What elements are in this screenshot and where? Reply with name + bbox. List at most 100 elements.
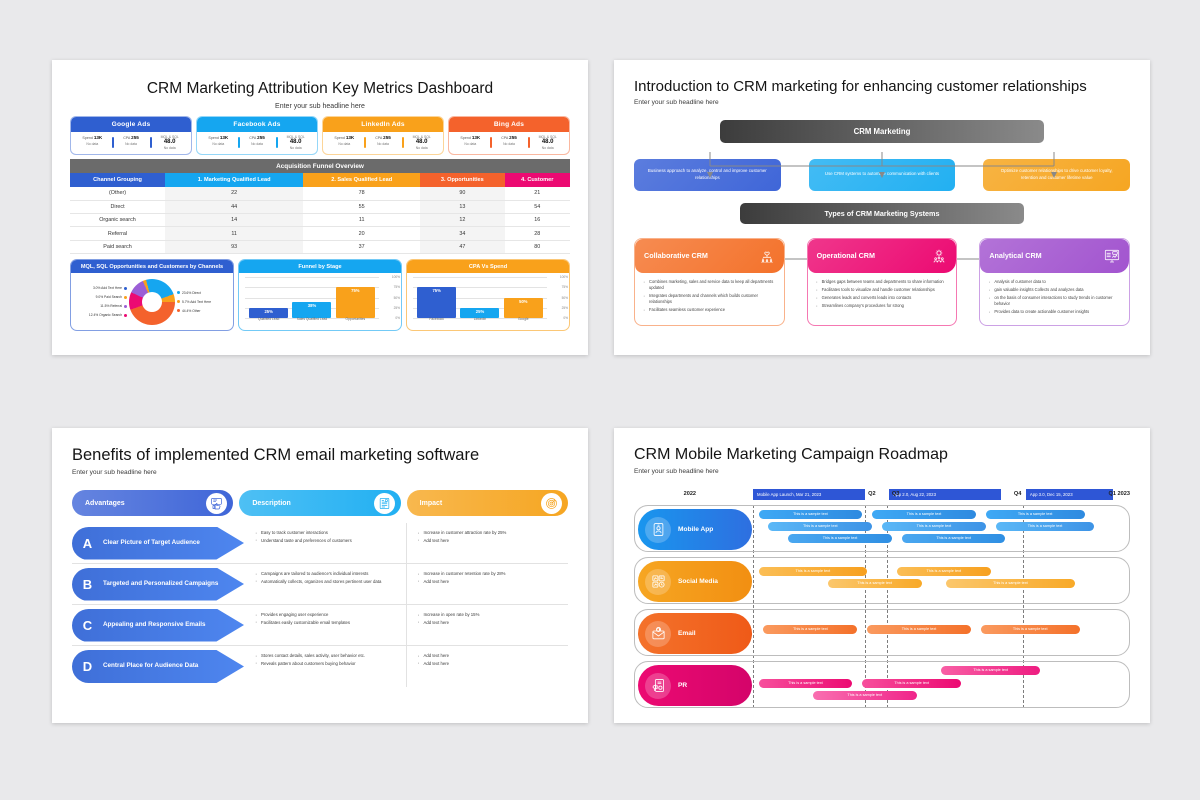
bullet-item: Understand taste and preferences of cust… — [254, 536, 398, 546]
lane-label[interactable]: Mobile App — [638, 509, 752, 550]
page-subtitle: Enter your sub headline here — [634, 468, 719, 475]
chart-title: MQL, SQL Opportunities and Customers by … — [71, 260, 233, 274]
roadmap-task-bar[interactable]: This is a sample text — [812, 691, 917, 700]
timeline-quarter: Q3 — [891, 491, 900, 497]
benefits-column-header[interactable]: Advantages — [72, 490, 234, 516]
slide-crm-benefits[interactable]: Benefits of implemented CRM email market… — [52, 428, 588, 723]
bullet-item: Generates leads and converts leads into … — [815, 294, 950, 305]
metric-label: Spend 13K — [82, 135, 103, 140]
metric-label: Spend 13K — [208, 135, 229, 140]
roadmap-task-bar[interactable]: This is a sample text — [995, 522, 1095, 531]
advantage-arrow[interactable]: D Central Place for Audience Data — [72, 649, 244, 684]
roadmap-task-bar[interactable]: This is a sample text — [862, 679, 962, 688]
roadmap-task-bar[interactable]: This is a sample text — [763, 625, 858, 634]
slide-campaign-roadmap[interactable]: CRM Mobile Marketing Campaign Roadmap En… — [614, 428, 1150, 723]
slide-crm-dashboard[interactable]: CRM Marketing Attribution Key Metrics Da… — [52, 60, 588, 355]
roadmap-task-bar[interactable]: This is a sample text — [827, 579, 922, 588]
bullet-list: Add text hereAdd text here — [417, 652, 561, 670]
roadmap-task-bar[interactable]: This is a sample text — [758, 679, 853, 688]
crm-type-bullets: Bridges gaps between teams and departmen… — [808, 273, 957, 320]
lane-name: Mobile App — [678, 526, 714, 533]
roadmap-task-bar[interactable]: This is a sample text — [758, 510, 863, 519]
impact-cell: Increase in customer retention rate by 2… — [407, 564, 569, 604]
metric-note: No data — [464, 141, 477, 146]
crm-type-header: Operational CRM — [807, 238, 957, 273]
advantage-label: Targeted and Personalized Campaigns — [103, 579, 219, 587]
roadmap-task-bar[interactable]: This is a sample text — [896, 567, 991, 576]
metric-label: MQL & SQL — [160, 135, 179, 139]
lane-label[interactable]: PR — [638, 665, 752, 706]
crm-type-card[interactable]: Collaborative CRMCombines marketing, sal… — [634, 237, 785, 327]
definition-card[interactable]: Business approach to analyze, control an… — [634, 159, 781, 191]
lane-label[interactable]: Social Media — [638, 561, 752, 602]
bullet-list: Increase in customer retention rate by 2… — [417, 570, 561, 588]
crm-type-card[interactable]: Operational CRMBridges gaps between team… — [806, 237, 958, 327]
definition-card[interactable]: Optimize customer relationships to drive… — [983, 159, 1131, 191]
metric-separator — [489, 137, 492, 149]
advantage-label: Central Place for Audience Data — [103, 662, 199, 670]
timeline-milestone[interactable]: Mobile App Launch, Mar 21, 2023 — [753, 489, 865, 500]
donut-chart — [129, 278, 175, 325]
table-header-cell: 2. Sales Qualified Lead — [303, 173, 421, 188]
bullet-item: Combines marketing, sales and service da… — [642, 278, 777, 291]
crm-type-card[interactable]: Analytical CRMAnalysis of customer data … — [979, 237, 1131, 327]
roadmap-task-bar[interactable]: This is a sample text — [946, 579, 1075, 588]
lane-name: Email — [678, 630, 696, 637]
timeline-milestone[interactable]: App 3.0, Dec 15, 2023 — [1025, 489, 1113, 500]
roadmap-task-bar[interactable]: This is a sample text — [985, 510, 1085, 519]
target-spiral-icon — [540, 492, 562, 514]
description-cell: Stores contact details, sales activity, … — [244, 646, 407, 687]
roadmap-task-bar[interactable]: This is a sample text — [788, 534, 892, 543]
slide-crm-introduction[interactable]: Introduction to CRM marketing for enhanc… — [614, 60, 1150, 355]
roadmap-task-bar[interactable]: This is a sample text — [867, 625, 971, 634]
bullet-item: Campaigns are tailored to audience's ind… — [254, 570, 398, 580]
roadmap-task-bar[interactable]: This is a sample text — [882, 522, 986, 531]
table-cell: 90 — [420, 187, 505, 201]
bullet-item: Reveals pattern about customers buying b… — [254, 659, 398, 669]
timeline-divider — [886, 505, 888, 708]
gridline — [245, 277, 379, 279]
gridline — [245, 318, 379, 320]
chart-title: Funnel by Stage — [239, 260, 401, 274]
advantage-letter: C — [82, 617, 93, 633]
benefits-column-header[interactable]: Description — [239, 490, 401, 516]
table-cell: 21 — [504, 187, 570, 201]
lane-label[interactable]: Email — [638, 613, 752, 654]
roadmap-task-bar[interactable]: This is a sample text — [901, 534, 1006, 543]
metric-separator — [363, 137, 366, 149]
legend-color-dot — [124, 295, 128, 299]
roadmap-task-bar[interactable]: This is a sample text — [758, 567, 868, 576]
timeline-milestone[interactable]: App 2.0, Aug 22, 2023 — [889, 489, 1002, 500]
benefit-row: D Central Place for Audience Data Stores c… — [72, 646, 568, 687]
roadmap-task-bar[interactable]: This is a sample text — [872, 510, 976, 519]
roadmap-task-bar[interactable]: This is a sample text — [941, 666, 1041, 675]
table-cell: 13 — [420, 200, 505, 214]
advantage-letter: D — [82, 659, 93, 674]
table-cell: 16 — [504, 213, 570, 228]
definition-card[interactable]: Use CRM systems to automate communicatio… — [808, 159, 956, 191]
roadmap-task-bar[interactable]: This is a sample text — [980, 625, 1080, 634]
bullet-item: Integrates departments and channels whic… — [642, 292, 777, 305]
benefits-column-header[interactable]: Impact — [406, 490, 568, 516]
people-heart-icon — [759, 248, 775, 264]
kpi-card-title: Facebook Ads — [197, 117, 317, 132]
roadmap-task-bar[interactable]: This is a sample text — [768, 522, 873, 531]
gridline — [413, 318, 547, 320]
